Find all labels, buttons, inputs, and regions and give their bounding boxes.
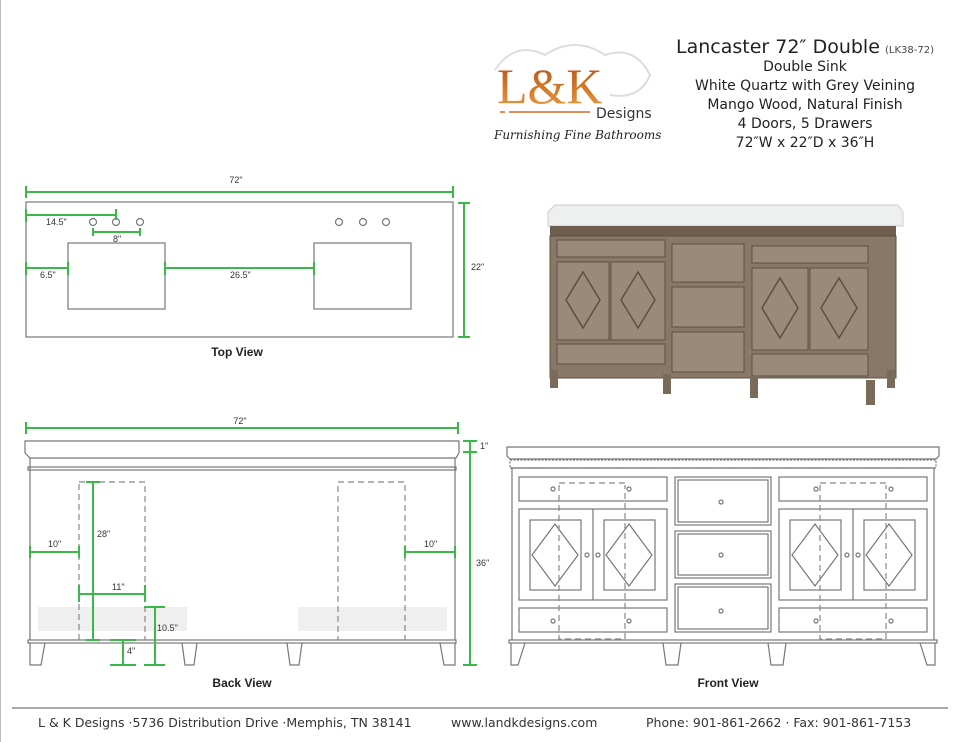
- opening-height-label: 28": [97, 529, 110, 539]
- left-sink: [67, 242, 166, 310]
- right-offset-label: 10": [424, 539, 437, 549]
- top-width-label: 72": [229, 175, 242, 185]
- logo-designs: Designs: [596, 106, 652, 122]
- leg-height-dimension: [110, 639, 136, 666]
- knobs: [550, 486, 894, 624]
- back-frieze: [27, 466, 457, 471]
- top-width-dimension: [25, 186, 454, 198]
- product-model: (LK38-72): [884, 45, 934, 56]
- sink-side-dimension: [25, 262, 69, 275]
- front-view-drawing: Front View: [506, 446, 940, 690]
- front-legs: [510, 642, 936, 666]
- top-depth-label: 22": [471, 262, 484, 272]
- front-frame: [510, 467, 935, 640]
- leg-height-label: 4": [127, 646, 135, 656]
- spec-wood: Mango Wood, Natural Finish: [707, 97, 903, 113]
- left-offset-dimension: [29, 546, 80, 558]
- sink-side-label: 6.5": [40, 270, 56, 280]
- spec-dimensions: 72″W x 22″D x 36″H: [735, 135, 875, 151]
- front-base-rail: [508, 639, 938, 644]
- footer-address: L & K Designs ·5736 Distribution Drive ·…: [38, 715, 412, 730]
- back-top-slab: [24, 440, 460, 459]
- spec-top: White Quartz with Grey Veining: [695, 78, 915, 94]
- faucet-offset-label: 14.5": [46, 217, 67, 227]
- product-title-block: Lancaster 72″ Double (LK38-72) Double Si…: [660, 36, 950, 153]
- left-offset-label: 10": [48, 539, 61, 549]
- opening-height-dimension: [86, 481, 100, 641]
- top-depth-dimension: [458, 202, 470, 338]
- faucet-offset-dimension: [25, 209, 117, 222]
- spec-storage: 4 Doors, 5 Drawers: [737, 116, 873, 132]
- faucet-holes: [88, 217, 391, 227]
- sink-gap-dimension: [164, 262, 315, 275]
- back-rail-band: [38, 607, 187, 631]
- plumbing-opening-right: [337, 481, 406, 641]
- back-view-drawing: 72" 28" 10" 10" 11" 10.5" 4" 1" 36" Back…: [24, 416, 489, 690]
- logo-mark: L&K: [497, 58, 603, 114]
- top-view-drawing: 72" 14.5" 8" 6.5" 26.5" 22" Top View: [25, 175, 484, 359]
- rail-height-label: 10.5": [157, 623, 178, 633]
- faucet-spread-dimension: [92, 228, 141, 236]
- crown-molding: [550, 226, 896, 236]
- faucet-spread-label: 8": [113, 234, 121, 244]
- sink-bowl-hidden-lines: [558, 482, 887, 640]
- logo-flourish: [494, 44, 652, 97]
- top-thickness-label: 1": [480, 441, 488, 451]
- front-top-slab: [506, 446, 940, 460]
- quartz-top: [547, 204, 904, 227]
- vanity-photo: [547, 204, 904, 405]
- height-label: 36": [476, 558, 489, 568]
- rail-height-dimension: [144, 606, 165, 666]
- right-sink: [313, 242, 412, 310]
- product-name: Lancaster 72″ Double: [676, 36, 880, 58]
- height-dimension: [463, 440, 477, 666]
- plumbing-opening-left: [78, 481, 146, 641]
- footer-website[interactable]: www.landkdesigns.com: [451, 715, 598, 730]
- back-base-rail: [27, 639, 457, 644]
- back-rail-band: [298, 607, 447, 631]
- logo-tagline: Furnishing Fine Bathrooms: [493, 128, 661, 142]
- footer: L & K Designs ·5736 Distribution Drive ·…: [12, 707, 948, 730]
- cabinet-fronts: [518, 476, 928, 633]
- spec-sink: Double Sink: [763, 59, 847, 75]
- legs: [550, 370, 895, 405]
- top-view-caption: Top View: [211, 345, 263, 359]
- footer-contact: Phone: 901-861-2662 · Fax: 901-861-7153: [646, 715, 912, 730]
- opening-width-label: 11": [112, 582, 125, 592]
- front-view-caption: Front View: [697, 676, 759, 690]
- page-border: [0, 0, 1, 742]
- sink-gap-label: 26.5": [230, 270, 251, 280]
- back-width-label: 72": [233, 416, 246, 426]
- right-offset-dimension: [404, 546, 456, 558]
- back-width-dimension: [25, 422, 459, 434]
- opening-width-dimension: [78, 585, 146, 602]
- back-view-caption: Back View: [212, 676, 272, 690]
- logo: L&K Designs Furnishing Fine Bathrooms: [493, 44, 661, 142]
- back-legs: [29, 642, 456, 666]
- dentil-molding: [509, 459, 937, 469]
